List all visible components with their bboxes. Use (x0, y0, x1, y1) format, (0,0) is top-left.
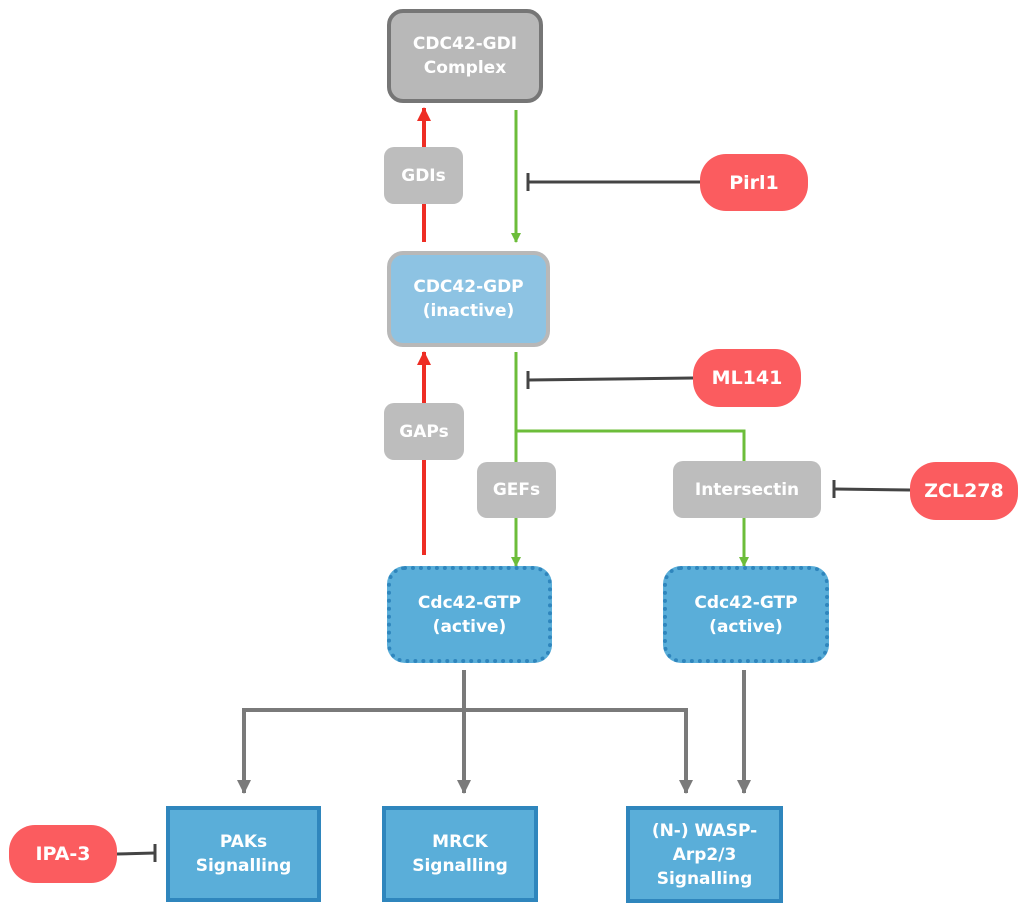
node-label: CDC42-GDI Complex (413, 32, 517, 80)
node-label-line: Cdc42-GTP (694, 592, 798, 613)
cdc42-gtp-left-node: Cdc42-GTP (active) (387, 566, 552, 663)
node-label-line: Signalling (656, 868, 753, 889)
cdc42-gdi-complex-node: CDC42-GDI Complex (387, 9, 543, 103)
gefs-label: GEFs (477, 462, 556, 518)
gdis-label: GDIs (384, 147, 463, 204)
inhibition-ipa3 (116, 844, 157, 862)
pirl1-inhibitor: Pirl1 (700, 154, 808, 211)
cdc42-gtp-right-node: Cdc42-GTP (active) (663, 566, 829, 663)
node-label: Cdc42-GTP (active) (418, 591, 521, 639)
mrck-signalling-node: MRCK Signalling (382, 806, 538, 902)
arrow-gtp-to-wasp (464, 708, 693, 794)
node-label-line: CDC42-GDI (412, 34, 518, 54)
ml141-inhibitor: ML141 (693, 349, 801, 407)
arrow-gtp-to-paks (237, 708, 464, 794)
node-label: MRCK Signalling (412, 830, 508, 878)
cdc42-gdp-node: CDC42-GDP (inactive) (387, 251, 550, 347)
node-label-line: (active) (432, 616, 507, 637)
inhibition-ml141 (526, 371, 694, 389)
node-label-line: (N-) WASP- (651, 820, 758, 841)
inhibition-pirl1 (526, 173, 700, 191)
node-label: Cdc42-GTP (active) (694, 591, 797, 639)
intersectin-label: Intersectin (673, 461, 821, 518)
node-label-line: MRCK (432, 832, 488, 852)
arrow-branch-intersectin (516, 429, 749, 567)
node-label-line: Complex (423, 58, 507, 78)
node-label-line: (inactive) (422, 301, 515, 321)
node-label-line: (active) (709, 616, 783, 637)
node-label-line: Signalling (195, 856, 292, 876)
ipa3-inhibitor: IPA-3 (9, 825, 117, 883)
node-label-line: Signalling (412, 856, 508, 876)
node-label-line: PAKs (219, 832, 268, 852)
node-label: CDC42-GDP (inactive) (413, 275, 523, 323)
gaps-label: GAPs (384, 403, 464, 460)
zcl278-inhibitor: ZCL278 (910, 462, 1018, 520)
inhibition-zcl278 (832, 480, 911, 498)
node-label-line: CDC42-GDP (413, 277, 524, 297)
node-label-line: Cdc42-GTP (417, 592, 522, 613)
node-label-line: Arp2/3 (672, 844, 737, 865)
